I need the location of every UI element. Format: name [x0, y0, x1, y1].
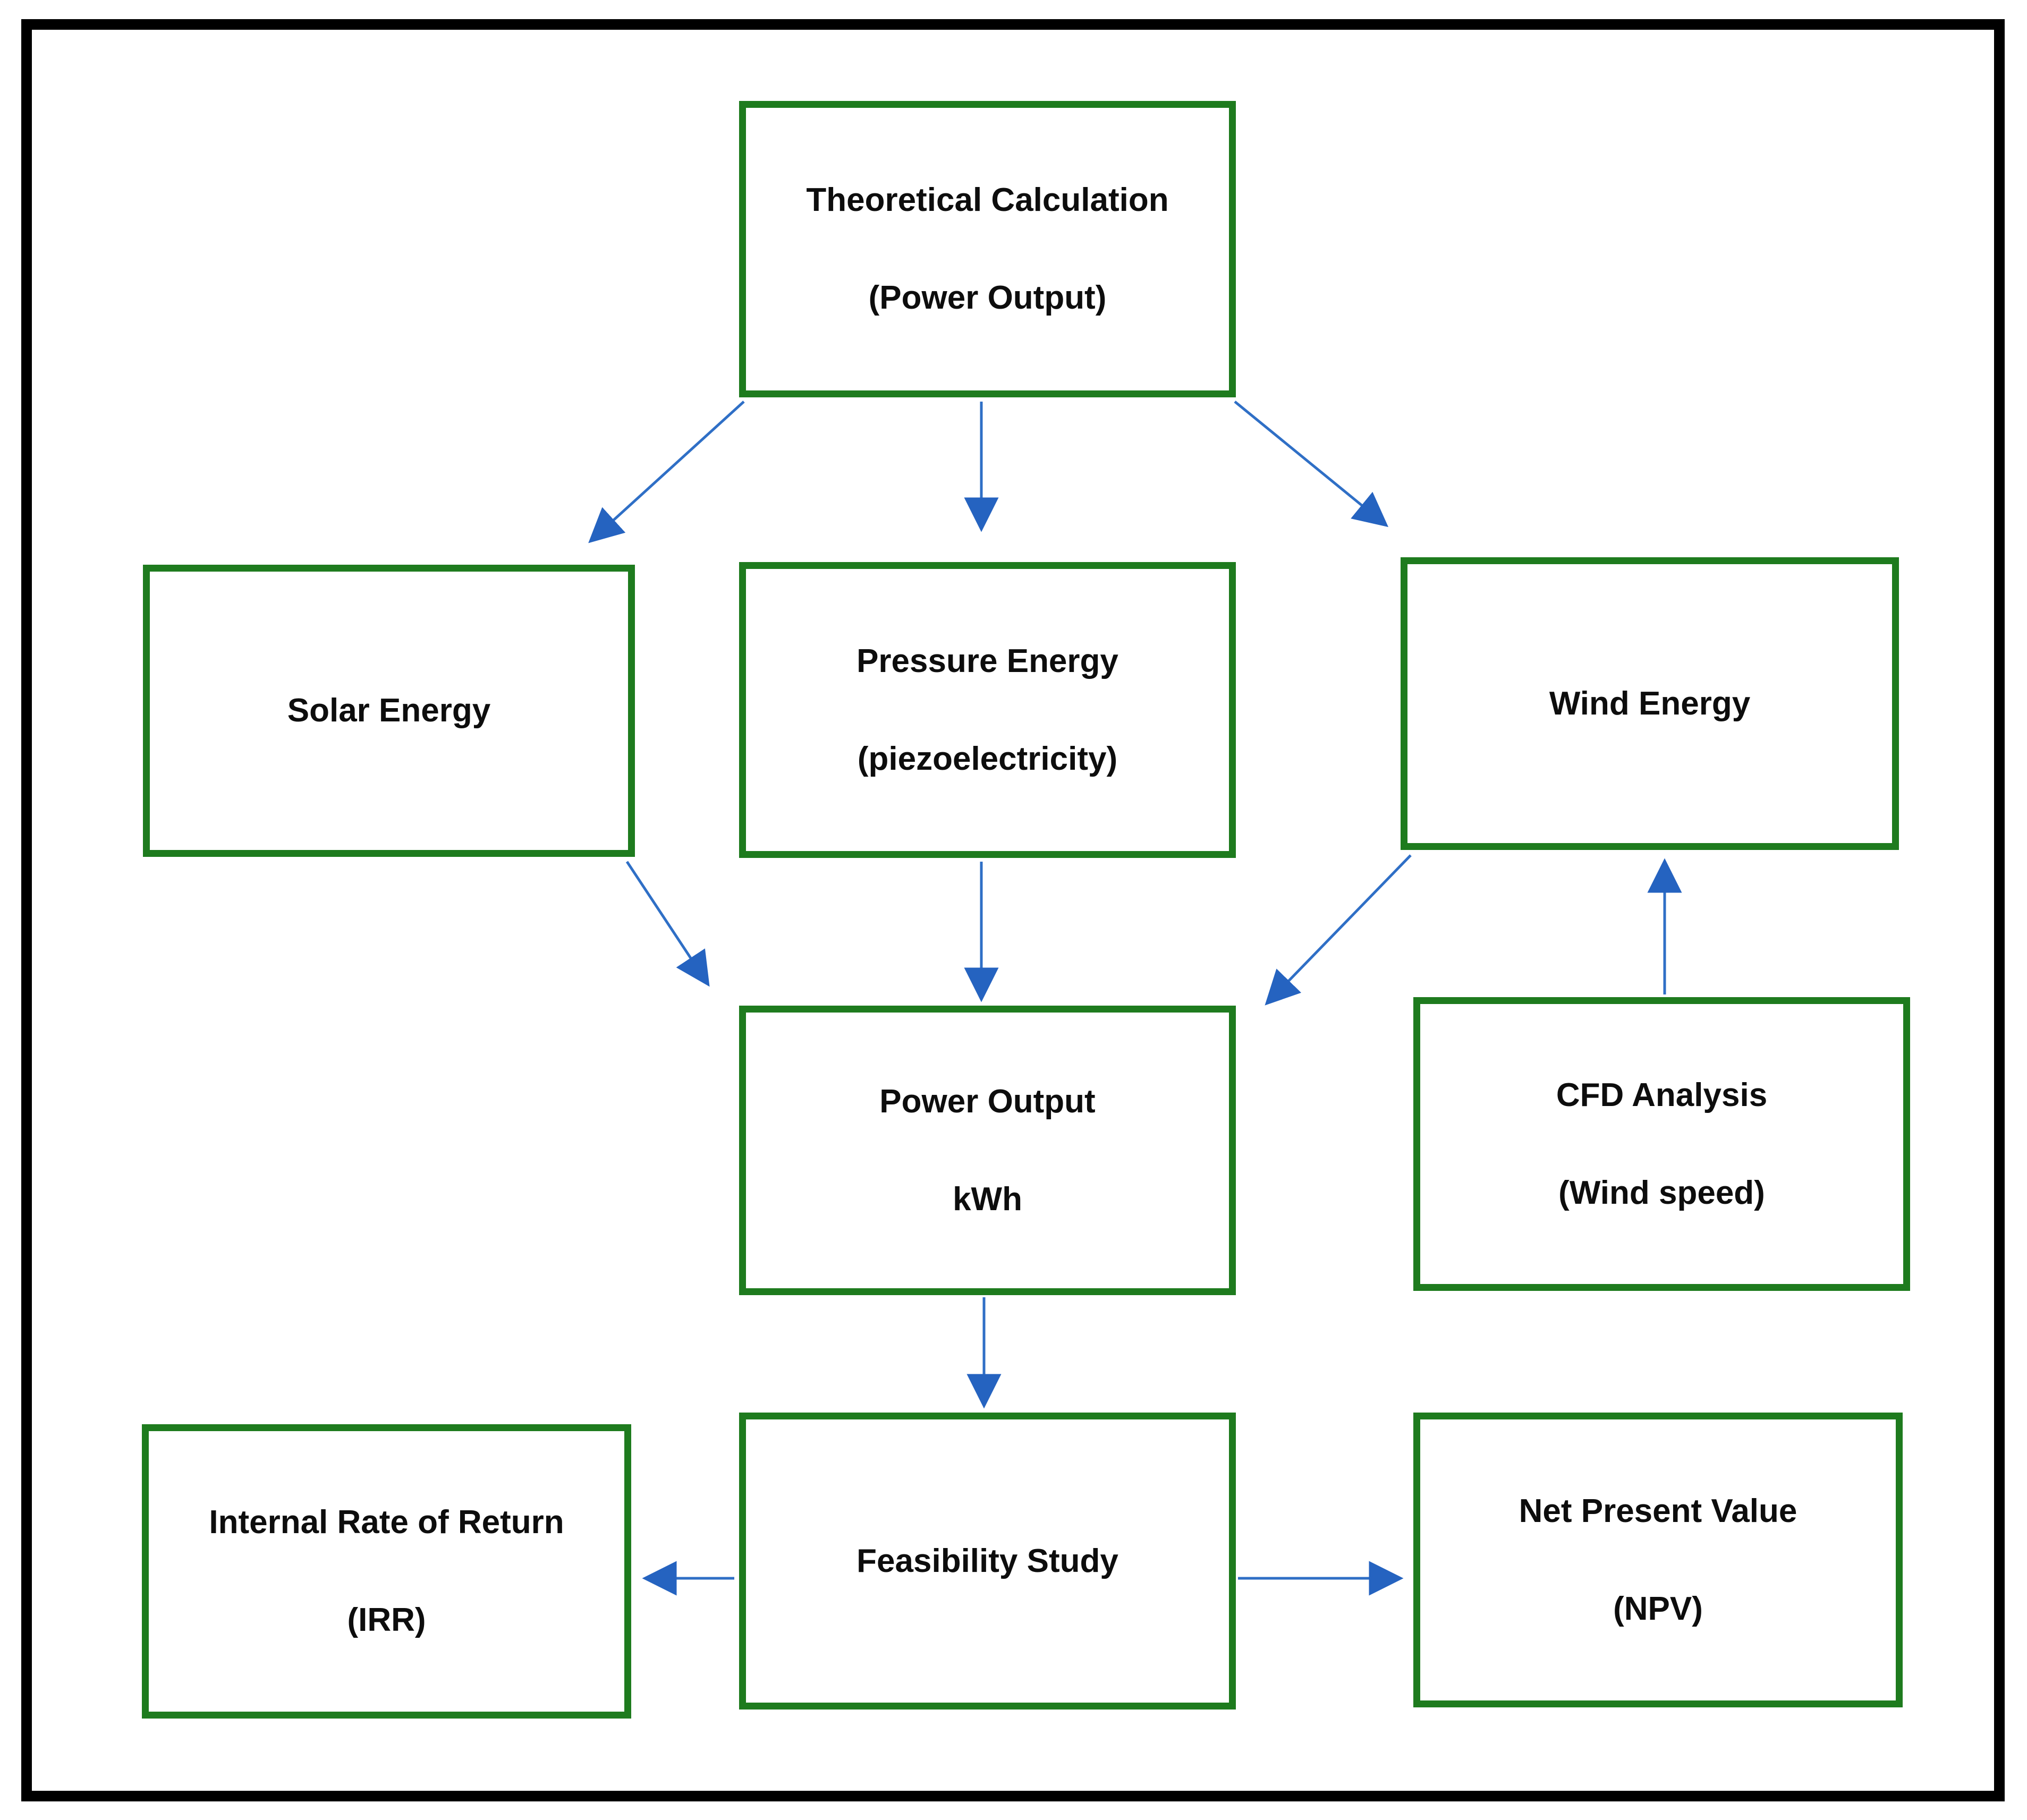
node-feasibility-study: Feasibility Study	[739, 1413, 1236, 1710]
node-sublabel: (Power Output)	[868, 279, 1107, 316]
node-power-output: Power Output kWh	[739, 1006, 1236, 1295]
node-label: Power Output	[879, 1083, 1096, 1120]
node-label: Internal Rate of Return	[209, 1504, 564, 1541]
node-label: Net Present Value	[1519, 1492, 1797, 1529]
node-net-present-value: Net Present Value (NPV)	[1413, 1413, 1903, 1707]
node-label: Pressure Energy	[856, 642, 1118, 679]
node-sublabel: (piezoelectricity)	[857, 740, 1118, 777]
node-pressure-energy: Pressure Energy (piezoelectricity)	[739, 562, 1236, 858]
node-sublabel: (NPV)	[1613, 1590, 1703, 1627]
node-label: Feasibility Study	[856, 1542, 1118, 1579]
diagram-outer-frame	[21, 19, 2005, 1801]
node-wind-energy: Wind Energy	[1401, 557, 1899, 850]
arrow-wind-energy-to-power-output	[1265, 854, 1412, 1006]
arrow-theoretical-calculation-to-solar-energy	[588, 401, 745, 543]
node-label: CFD Analysis	[1556, 1076, 1768, 1113]
node-theoretical-calculation: Theoretical Calculation (Power Output)	[739, 101, 1236, 397]
node-label: Solar Energy	[287, 692, 491, 729]
node-cfd-analysis: CFD Analysis (Wind speed)	[1413, 997, 1910, 1291]
node-sublabel: (Wind speed)	[1558, 1174, 1765, 1211]
node-sublabel: (IRR)	[347, 1602, 426, 1638]
node-label: Wind Energy	[1549, 685, 1751, 722]
node-label: Theoretical Calculation	[806, 182, 1169, 218]
node-sublabel: kWh	[953, 1180, 1022, 1218]
arrow-theoretical-calculation-to-wind-energy	[1234, 401, 1389, 528]
arrow-solar-energy-to-power-output	[625, 861, 710, 987]
node-internal-rate-of-return: Internal Rate of Return (IRR)	[142, 1424, 631, 1719]
node-solar-energy: Solar Energy	[143, 565, 635, 857]
